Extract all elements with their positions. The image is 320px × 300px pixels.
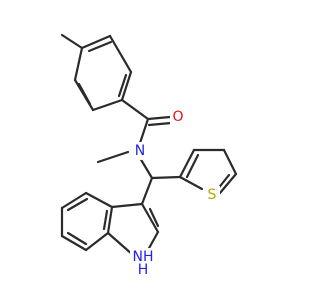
bond bbox=[140, 202, 160, 234]
nitrogen-atom-label: N bbox=[135, 143, 145, 159]
bond bbox=[150, 175, 182, 180]
bond bbox=[146, 115, 172, 121]
bond bbox=[106, 231, 135, 257]
bond bbox=[102, 209, 109, 231]
bond bbox=[138, 117, 150, 145]
sulfur-atom-label: S bbox=[208, 187, 217, 203]
bond bbox=[178, 175, 204, 191]
bond bbox=[106, 205, 114, 235]
bond bbox=[60, 191, 88, 210]
bond bbox=[140, 176, 154, 206]
bond bbox=[147, 121, 173, 127]
bond bbox=[96, 150, 130, 164]
bond bbox=[146, 230, 160, 252]
bond bbox=[60, 234, 88, 252]
bond bbox=[178, 148, 196, 179]
atom-labels: O N S NH H bbox=[130, 108, 220, 278]
indole-h-label: H bbox=[138, 262, 149, 278]
bond bbox=[77, 82, 92, 106]
indole-nh-label: NH bbox=[133, 249, 154, 265]
bond bbox=[120, 98, 150, 121]
bond bbox=[148, 207, 160, 228]
bond bbox=[185, 153, 200, 179]
molecule-structure: O N S NH H bbox=[60, 33, 238, 278]
oxygen-atom-label: O bbox=[172, 109, 183, 125]
bond bbox=[60, 33, 84, 50]
bond bbox=[87, 40, 113, 53]
bond bbox=[66, 231, 88, 246]
bond bbox=[120, 70, 133, 102]
bond bbox=[110, 202, 144, 209]
bond bbox=[117, 73, 128, 98]
bonds bbox=[60, 33, 238, 257]
bond bbox=[84, 191, 114, 209]
bond bbox=[84, 231, 110, 252]
bond bbox=[218, 172, 238, 195]
bond bbox=[73, 46, 84, 82]
bond bbox=[80, 34, 112, 50]
bond bbox=[66, 197, 89, 212]
bond bbox=[138, 156, 154, 180]
bond bbox=[108, 34, 133, 74]
bond bbox=[222, 148, 238, 176]
bond bbox=[91, 98, 124, 112]
